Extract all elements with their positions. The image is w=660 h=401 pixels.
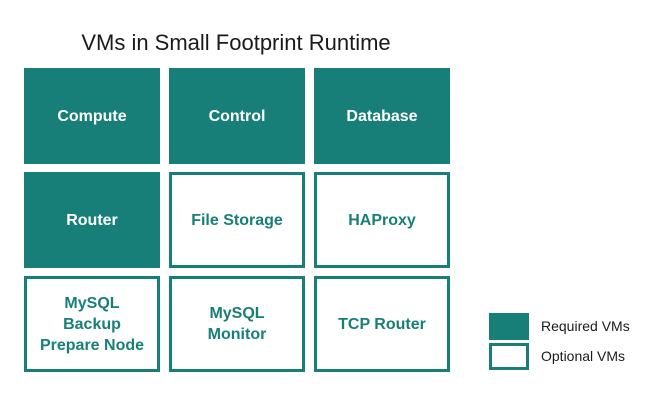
vm-tile-tcp-router: TCP Router [314, 276, 450, 372]
vm-tile-router: Router [24, 172, 160, 268]
legend-required-label: Required VMs [541, 318, 630, 334]
legend-optional-swatch [489, 343, 529, 370]
diagram-title: VMs in Small Footprint Runtime [81, 30, 391, 55]
legend-required-swatch [489, 313, 529, 340]
legend-optional-label: Optional VMs [541, 348, 626, 364]
vm-tile-mysql-backup-prepare-node: MySQL Backup Prepare Node [24, 276, 160, 372]
vm-tile-file-storage: File Storage [169, 172, 305, 268]
vm-tile-haproxy: HAProxy [314, 172, 450, 268]
vm-tile-control: Control [169, 68, 305, 164]
vm-tile-database: Database [314, 68, 450, 164]
vm-tile-compute: Compute [24, 68, 160, 164]
vm-tile-mysql-monitor: MySQL Monitor [169, 276, 305, 372]
